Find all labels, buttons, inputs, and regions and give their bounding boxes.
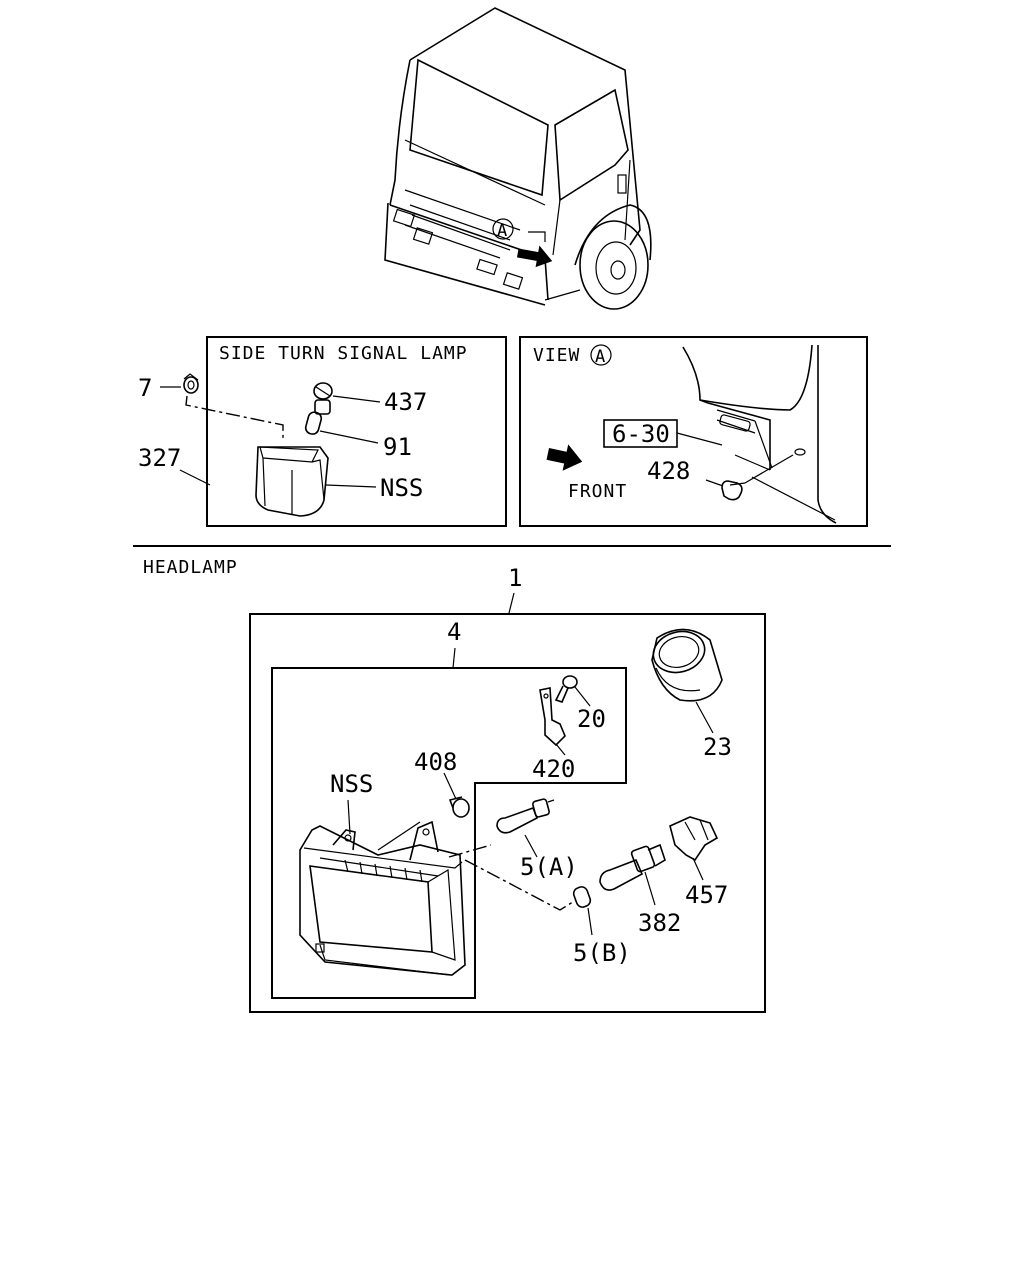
label-4: 4 xyxy=(447,618,461,646)
bulb-382-icon xyxy=(599,843,666,891)
view-a-panel xyxy=(682,344,837,524)
side-turn-signal-title: SIDE TURN SIGNAL LAMP xyxy=(219,343,468,364)
headlamp-title: HEADLAMP xyxy=(143,557,238,578)
headlamp-unit xyxy=(299,820,466,976)
front-label: FRONT xyxy=(568,481,627,502)
bulb-5b-icon xyxy=(572,886,592,908)
headlamp-inner-box xyxy=(271,667,627,999)
socket-icon xyxy=(669,816,719,862)
plug-icon xyxy=(721,480,743,501)
label-408: 408 xyxy=(414,748,457,776)
label-7: 7 xyxy=(138,374,152,402)
label-382: 382 xyxy=(638,909,681,937)
bulb-5a-icon xyxy=(496,798,555,834)
label-20: 20 xyxy=(577,705,606,733)
label-420: 420 xyxy=(532,755,575,783)
headlamp-outer-box xyxy=(249,613,766,1013)
side-turn-signal-box xyxy=(206,336,507,527)
ref-label-6-30: 6-30 xyxy=(612,420,670,448)
label-23: 23 xyxy=(703,733,732,761)
view-marker: A xyxy=(595,347,605,367)
front-arrow-icon xyxy=(546,444,583,471)
label-nss-side: NSS xyxy=(380,474,423,502)
grommet-icon xyxy=(448,796,470,818)
label-nss-head: NSS xyxy=(330,770,373,798)
label-437: 437 xyxy=(384,388,427,416)
nut-icon xyxy=(183,373,199,394)
view-title: VIEW xyxy=(533,345,580,366)
side-lamp-lens xyxy=(255,446,329,517)
label-428: 428 xyxy=(647,457,690,485)
label-91: 91 xyxy=(383,433,412,461)
label-5b: 5(B) xyxy=(573,939,631,967)
bulb-icon xyxy=(304,411,323,435)
bolt-icon xyxy=(554,675,578,703)
label-457: 457 xyxy=(685,881,728,909)
label-327: 327 xyxy=(138,444,181,472)
label-1: 1 xyxy=(508,564,522,592)
bulb-socket-icon xyxy=(313,382,333,415)
label-5a: 5(A) xyxy=(520,853,578,881)
truck-view-marker: A xyxy=(497,221,507,241)
ring-cap xyxy=(651,628,723,702)
view-a-box xyxy=(519,336,868,527)
truck-cab-illustration: A xyxy=(384,7,652,310)
bracket-icon xyxy=(539,687,566,747)
